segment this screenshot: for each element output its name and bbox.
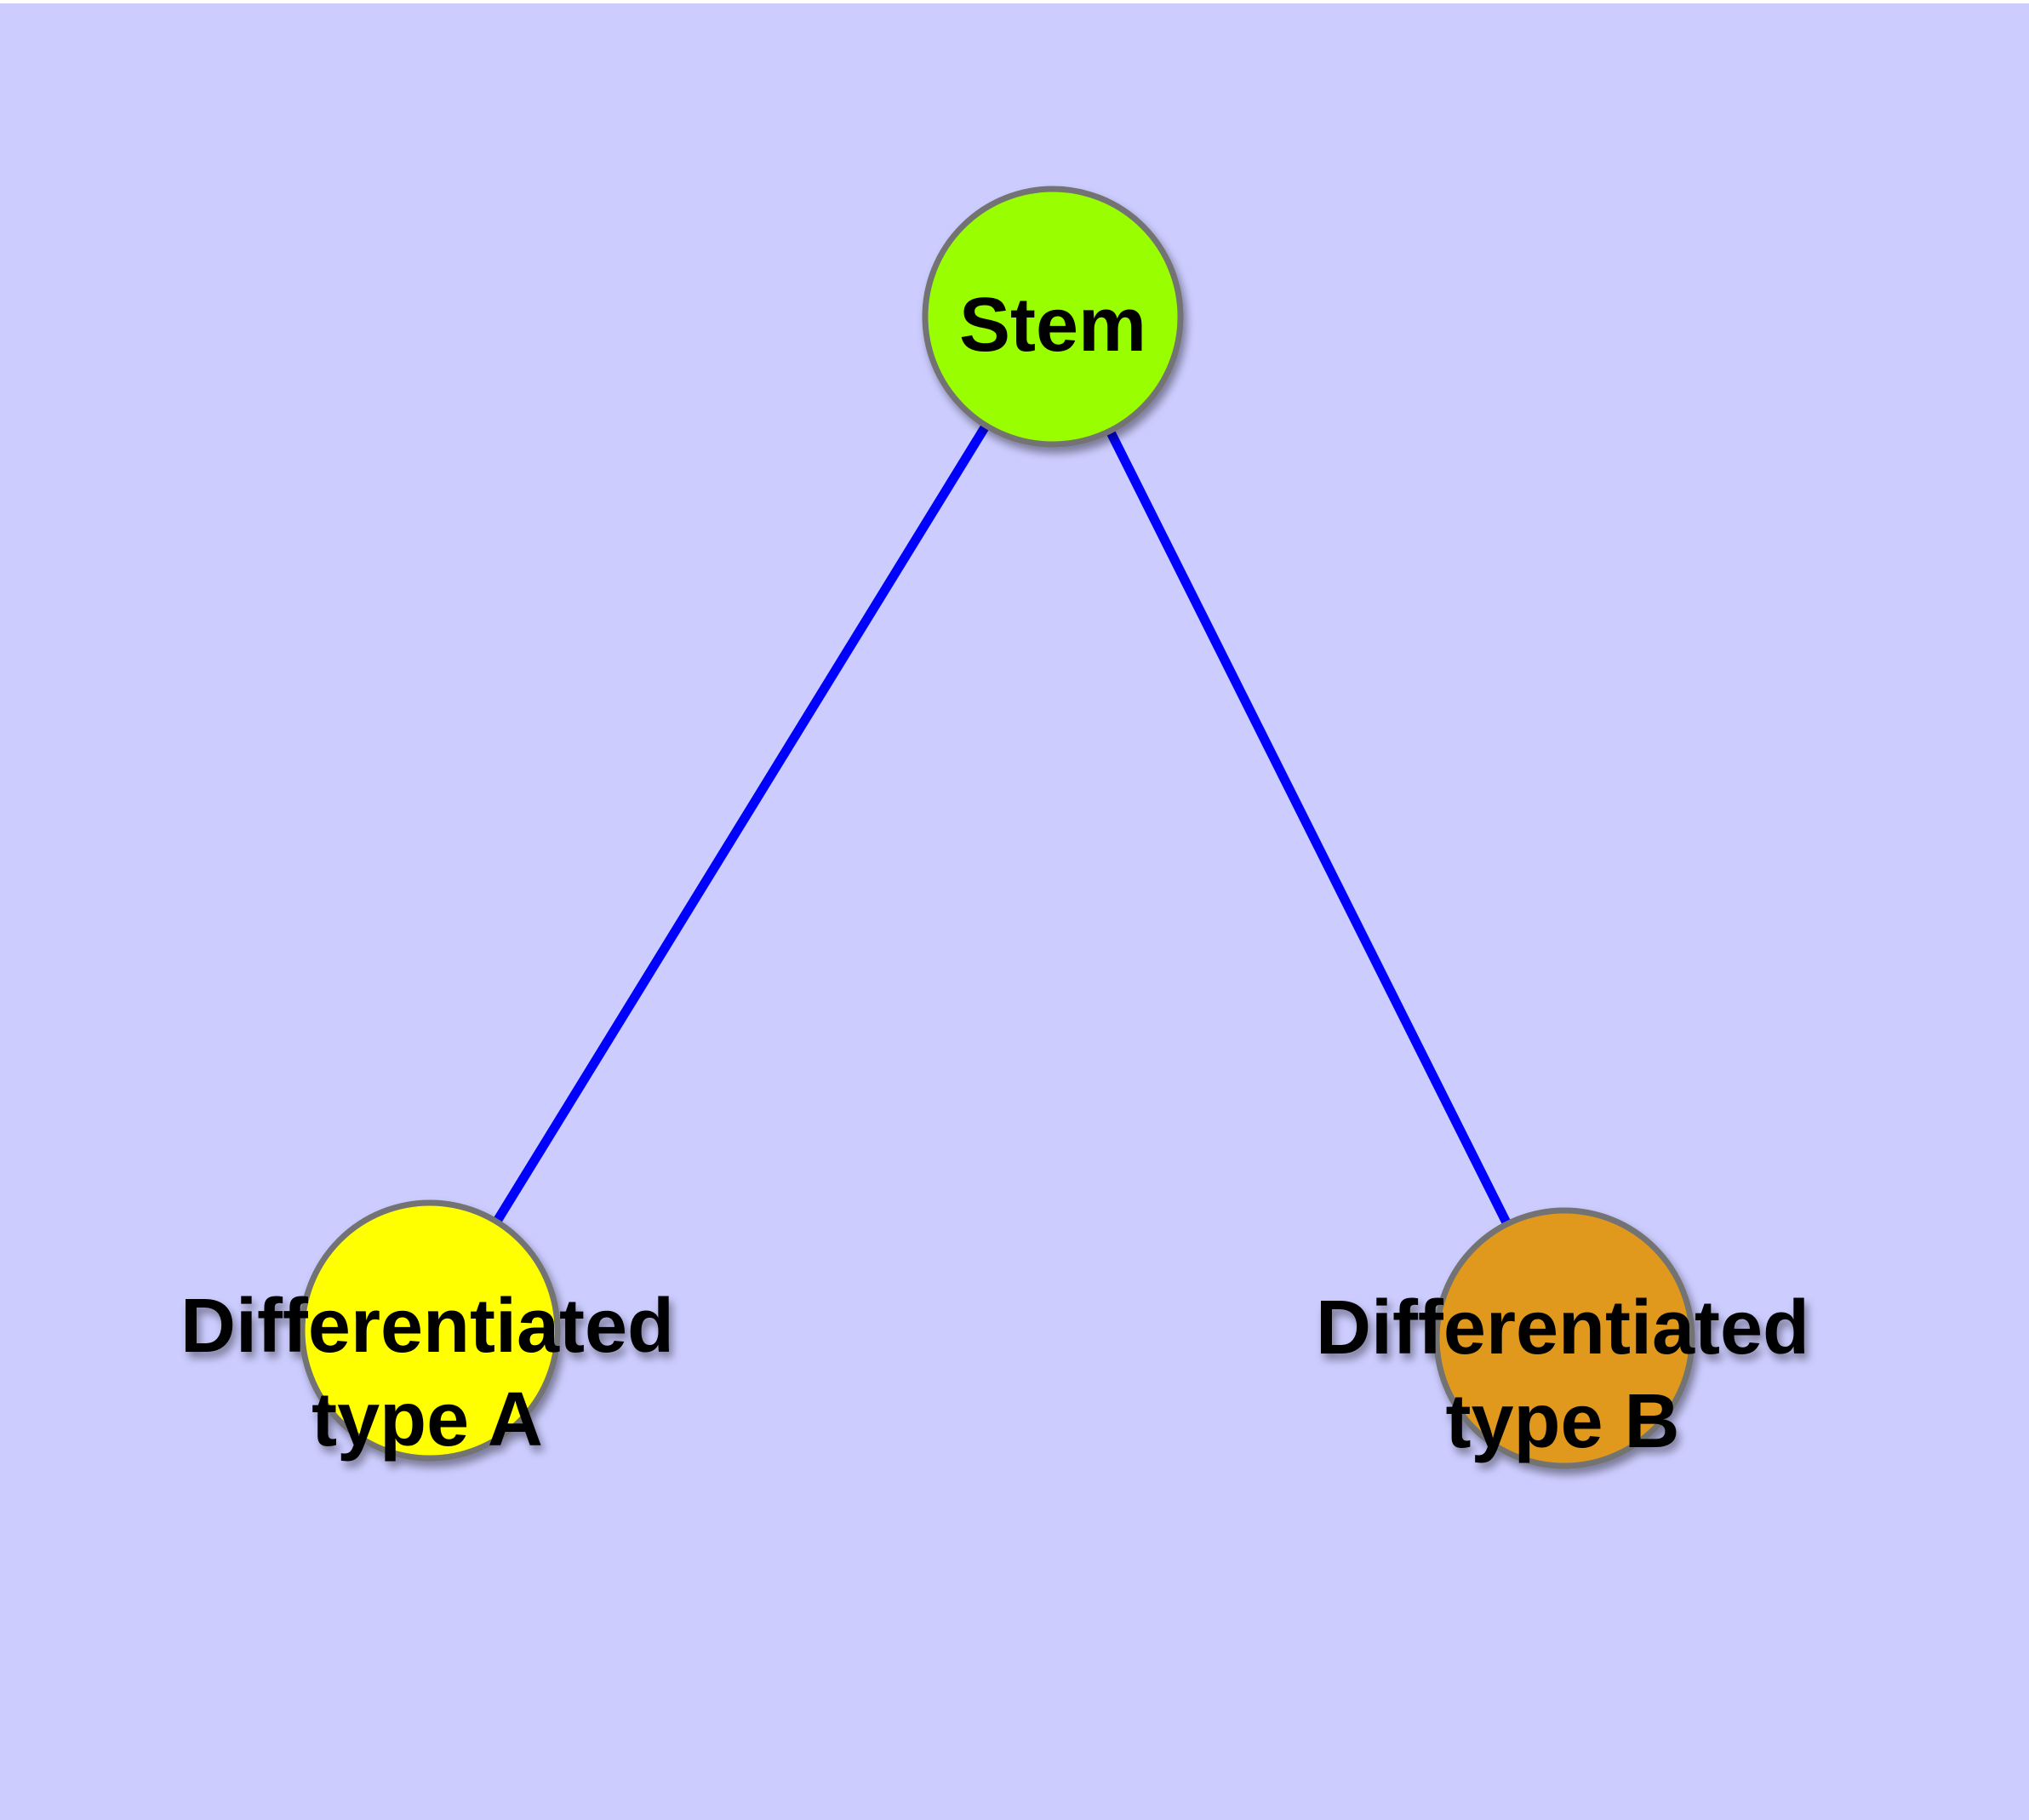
node-stem-circle — [922, 186, 1184, 448]
node-type-b-label-line2: type B — [1445, 1379, 1679, 1464]
node-type-a-circle — [299, 1199, 561, 1462]
node-type-a-label-line1: Differentiated — [180, 1284, 674, 1369]
node-type-b-circle — [1433, 1207, 1695, 1469]
edge-stem-to-type-b — [1049, 314, 1569, 1341]
node-type-a-label-line2: type A — [311, 1377, 543, 1462]
node-type-b-label-line1: Differentiated — [1316, 1285, 1809, 1371]
edge-stem-to-type-a — [426, 314, 1057, 1333]
node-stem-label: Stem — [959, 283, 1146, 368]
